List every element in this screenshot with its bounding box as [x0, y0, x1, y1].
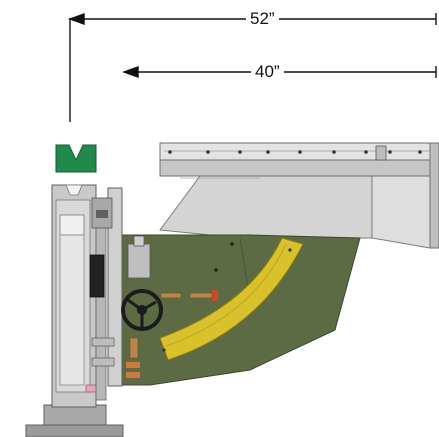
hood-assembly	[159, 142, 439, 249]
dimension-40-label: 40”	[251, 62, 284, 82]
v-marker	[55, 144, 97, 173]
brass-fittings	[126, 290, 218, 378]
curved-track	[159, 237, 304, 361]
handwheel	[121, 289, 163, 331]
mounting-plate	[89, 187, 151, 387]
rear-post	[25, 184, 124, 437]
dimension-52-label: 52”	[246, 9, 279, 29]
